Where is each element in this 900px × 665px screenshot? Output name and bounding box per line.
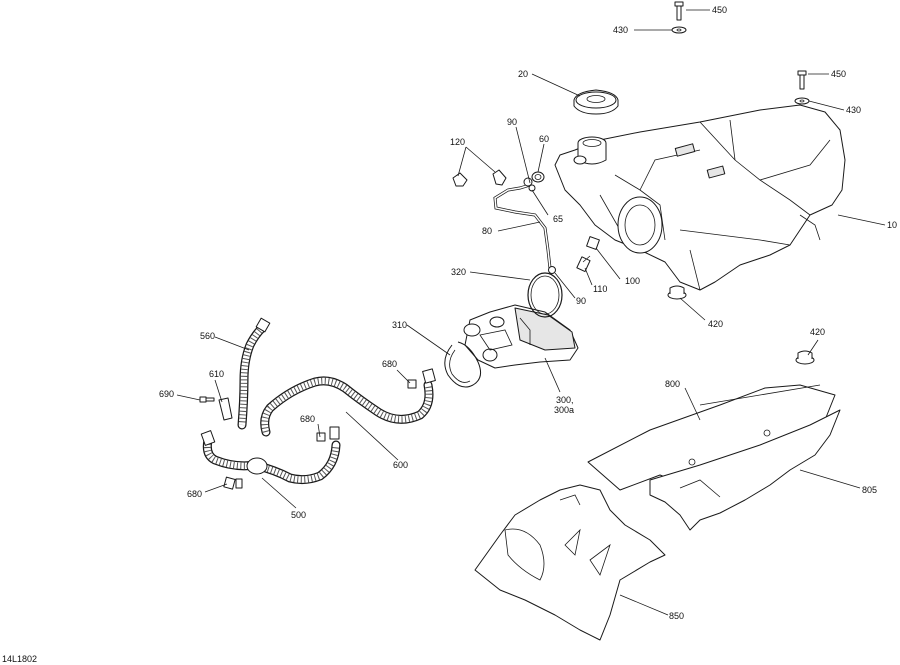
callout-850: 850 [669, 611, 684, 621]
clip-90-top [528, 184, 536, 192]
callout-600: 600 [393, 460, 408, 470]
clip-120 [452, 169, 507, 187]
grommet-420-tank [667, 285, 687, 300]
hose-560 [237, 317, 271, 430]
bolt-450-middle [797, 70, 807, 90]
fitting-610 [218, 397, 233, 421]
callout-300a: 300a [554, 405, 574, 415]
gasket-o-ring-inner [530, 275, 560, 315]
fuel-tank [554, 104, 846, 291]
fuel-pump-module [463, 304, 579, 369]
callout-690: 690 [159, 389, 174, 399]
fitting-110 [576, 255, 591, 273]
filler-cap [573, 89, 619, 115]
hose-600 [260, 368, 436, 437]
callout-450-middle: 450 [831, 69, 846, 79]
fitting-680-a [407, 379, 417, 389]
callout-450-top: 450 [712, 5, 727, 15]
callout-420-tank: 420 [708, 319, 723, 329]
bolt-450-top [674, 1, 684, 21]
clip-90-bottom [548, 266, 556, 274]
callout-430-middle: 430 [846, 105, 861, 115]
fitting-680-b [316, 432, 326, 442]
callout-420-right: 420 [810, 327, 825, 337]
check-valve [531, 171, 545, 183]
callout-310: 310 [392, 320, 407, 330]
callout-90-top: 90 [507, 117, 517, 127]
callout-680-a: 680 [382, 359, 397, 369]
callout-500: 500 [291, 510, 306, 520]
callout-60: 60 [539, 134, 549, 144]
callout-20: 20 [518, 69, 528, 79]
retainer-100 [586, 236, 600, 250]
diagram-code: 14L1802 [2, 654, 37, 664]
callout-800: 800 [665, 379, 680, 389]
callout-90-bottom: 90 [576, 296, 586, 306]
locking-ring-inner [449, 349, 471, 383]
leader-lines [176, 9, 886, 616]
washer-430-middle [794, 97, 810, 105]
washer-430-top [671, 26, 687, 34]
callout-320: 320 [451, 267, 466, 277]
callout-610: 610 [209, 369, 224, 379]
screw-690 [199, 396, 215, 403]
gasket-o-ring [527, 272, 563, 318]
fitting-680-c [223, 476, 243, 490]
callout-120: 120 [450, 137, 465, 147]
heat-shield-805 [649, 409, 841, 531]
grommet-420-right [795, 350, 815, 365]
callout-10: 10 [887, 220, 897, 230]
callout-100: 100 [625, 276, 640, 286]
hose-clamp-65 [523, 177, 533, 187]
callout-680-c: 680 [187, 489, 202, 499]
hose-500 [200, 426, 341, 485]
callout-680-b: 680 [300, 414, 315, 424]
callout-80: 80 [482, 226, 492, 236]
callout-430-top: 430 [613, 25, 628, 35]
vent-hose [493, 183, 552, 269]
locking-ring [444, 341, 482, 388]
callout-805: 805 [862, 485, 877, 495]
heat-shield-850 [474, 484, 666, 641]
callout-65: 65 [553, 214, 563, 224]
callout-110: 110 [593, 284, 607, 294]
callout-560: 560 [200, 331, 215, 341]
callout-300: 300, [556, 395, 574, 405]
